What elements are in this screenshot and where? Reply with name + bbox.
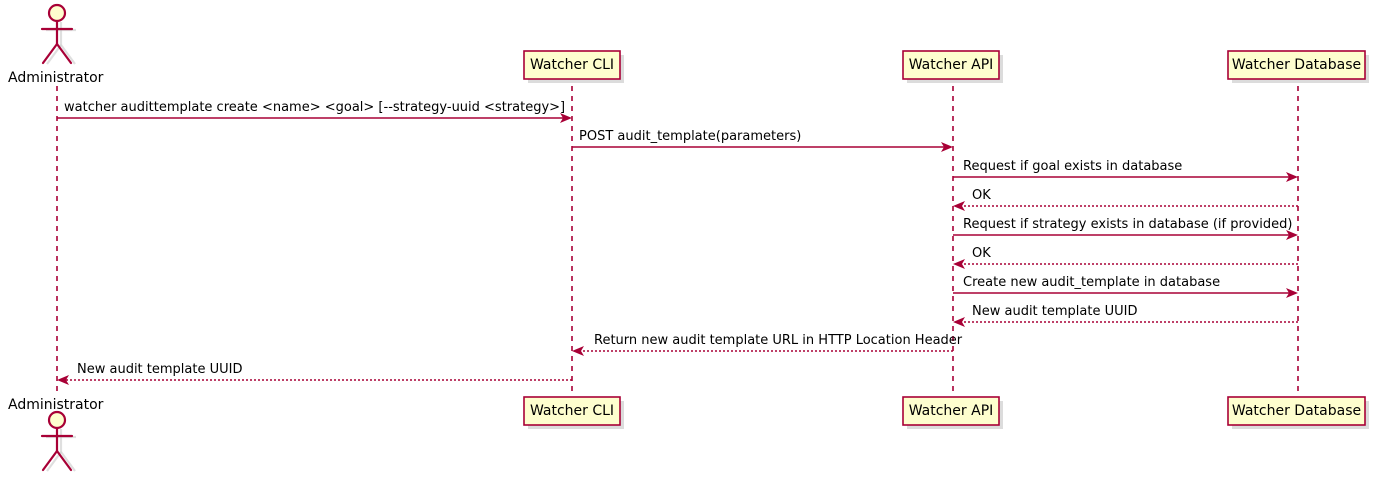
actor-leg-left <box>41 449 59 472</box>
actor-head-icon <box>47 3 67 23</box>
actor-label-administrator-bottom: Administrator <box>8 397 104 413</box>
message-arrow-5 <box>953 230 1298 240</box>
message-arrow-1 <box>57 113 572 123</box>
participant-label-watcher-database-top: Watcher Database <box>1231 57 1362 73</box>
message-label-3: Request if goal exists in database <box>963 159 1183 174</box>
arrowhead-left-icon <box>953 201 965 211</box>
message-arrow-8 <box>953 317 1298 327</box>
message-arrow-2 <box>572 142 953 152</box>
actor-head-icon <box>47 410 67 430</box>
arrowhead-left-icon <box>953 259 965 269</box>
participant-box-watcher-database-bottom[interactable] <box>1227 396 1369 429</box>
lifelines <box>56 86 1299 396</box>
message-arrow-3 <box>953 172 1298 182</box>
participant-box-watcher-api-top[interactable] <box>902 50 1003 83</box>
participant-box-watcher-cli-bottom[interactable] <box>523 396 624 429</box>
arrowhead-right-icon <box>1286 288 1298 298</box>
message-label-8: New audit template UUID <box>972 304 1138 319</box>
message-arrow-4 <box>953 201 1298 211</box>
participant-label-watcher-api-top: Watcher API <box>908 57 994 73</box>
participant-label-watcher-cli-bottom: Watcher CLI <box>529 403 615 419</box>
message-label-5: Request if strategy exists in database (… <box>963 217 1293 232</box>
message-arrow-10 <box>57 375 572 385</box>
actor-leg-right <box>55 449 73 472</box>
message-arrow-7 <box>953 288 1298 298</box>
participant-box-watcher-database-top[interactable] <box>1227 50 1369 83</box>
participant-label-watcher-api-bottom: Watcher API <box>908 403 994 419</box>
arrowhead-right-icon <box>1286 230 1298 240</box>
actor-administrator-top <box>40 3 76 65</box>
participant-box-watcher-api-bottom[interactable] <box>902 396 1003 429</box>
actor-leg-left <box>41 42 59 65</box>
message-arrow-9 <box>572 346 953 356</box>
actor-administrator-bottom <box>40 410 76 472</box>
message-label-6: OK <box>972 246 991 261</box>
actor-label-administrator-top: Administrator <box>8 70 104 86</box>
participant-label-watcher-database-bottom: Watcher Database <box>1231 403 1362 419</box>
message-label-4: OK <box>972 188 991 203</box>
arrowhead-left-icon <box>572 346 584 356</box>
participant-label-watcher-cli-top: Watcher CLI <box>529 57 615 73</box>
arrowhead-left-icon <box>57 375 69 385</box>
arrowhead-right-icon <box>941 142 953 152</box>
participant-box-watcher-cli-top[interactable] <box>523 50 624 83</box>
message-label-10: New audit template UUID <box>77 362 243 377</box>
arrowhead-left-icon <box>953 317 965 327</box>
message-label-7: Create new audit_template in database <box>963 275 1221 290</box>
message-label-2: POST audit_template(parameters) <box>579 129 802 144</box>
message-label-9: Return new audit template URL in HTTP Lo… <box>594 333 963 348</box>
arrowhead-right-icon <box>1286 172 1298 182</box>
message-arrow-6 <box>953 259 1298 269</box>
arrowhead-right-icon <box>560 113 572 123</box>
actor-leg-right <box>55 42 73 65</box>
message-label-1: watcher audittemplate create <name> <goa… <box>64 100 566 115</box>
